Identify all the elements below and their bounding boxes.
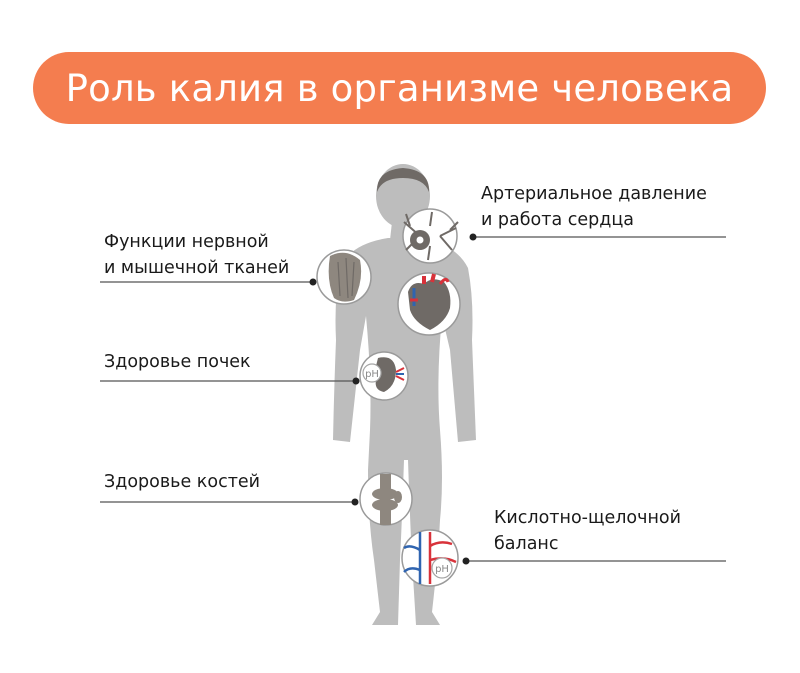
label-nerve-muscle-line1: Функции нервной — [104, 232, 269, 252]
kidney-icon: pH — [359, 351, 409, 401]
hair — [376, 168, 430, 192]
label-nerve-muscle-line2: и мышечной тканей — [104, 258, 290, 278]
page-title: Роль калия в организме человека — [65, 66, 734, 110]
label-bones: Здоровье костей — [104, 469, 260, 495]
label-blood-pressure: Артериальное давление и работа сердца — [481, 181, 707, 233]
leader-dots — [309, 233, 477, 565]
title-banner: Роль калия в организме человека — [33, 52, 766, 124]
label-acid-base-line2: баланс — [494, 534, 559, 554]
muscle-icon — [316, 249, 372, 305]
knee-bone-icon — [359, 472, 413, 526]
label-acid-base: Кислотно-щелочной баланс — [494, 505, 681, 557]
label-blood-pressure-line2: и работа сердца — [481, 210, 634, 230]
label-bones-line1: Здоровье костей — [104, 472, 261, 492]
label-acid-base-line1: Кислотно-щелочной — [494, 508, 681, 528]
heart-icon — [397, 272, 461, 336]
label-nerve-muscle: Функции нервной и мышечной тканей — [104, 229, 289, 281]
nerve-cell-icon — [402, 208, 459, 264]
leader-lines — [100, 236, 726, 562]
kidney-ph-text: pH — [365, 369, 379, 380]
label-kidney: Здоровье почек — [104, 349, 251, 375]
label-blood-pressure-line1: Артериальное давление — [481, 184, 707, 204]
blood-vessels-icon: pH — [401, 529, 459, 587]
blood-ph-text: pH — [435, 564, 449, 575]
label-kidney-line1: Здоровье почек — [104, 352, 251, 372]
